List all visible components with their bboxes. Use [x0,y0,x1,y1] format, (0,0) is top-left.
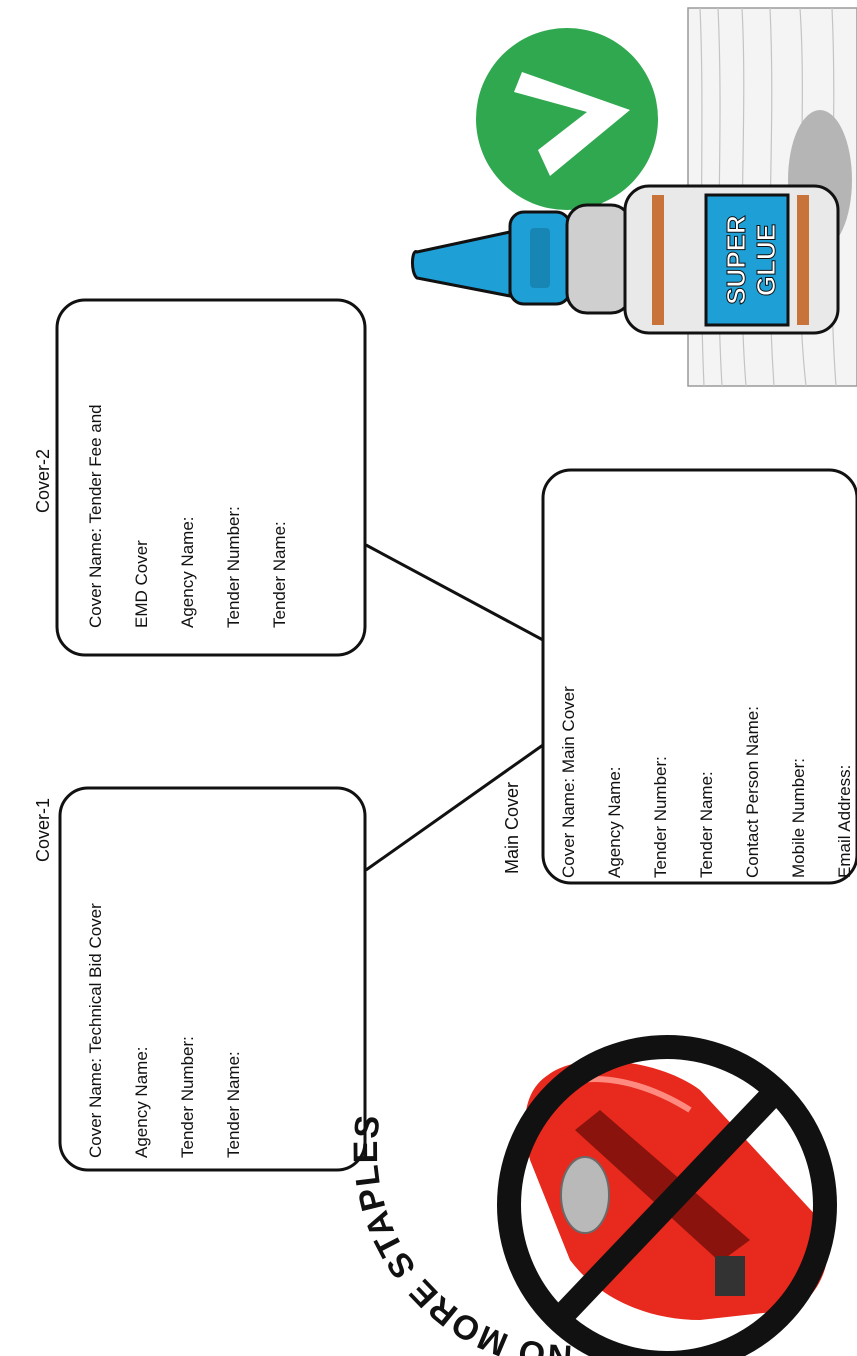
main-cover-heading: Main Cover [502,782,522,874]
main-cover-line: Email Address: [835,765,854,878]
connector-cover2-main [365,543,544,642]
main-cover-line: Mobile Number: [789,758,808,878]
cover2-node: Cover-2 Cover Name: Tender Fee and EMD C… [33,298,367,657]
main-cover-line: Cover Name: Main Cover [559,686,578,878]
prohibition-slash [551,1083,784,1327]
cover2-heading: Cover-2 [33,449,53,513]
main-cover-node: Main Cover Cover Name: Main Cover Agency… [502,468,857,885]
checkmark-icon [476,28,658,210]
main-cover-line: Agency Name: [605,767,624,879]
super-glue-bottle: SUPER GLUE [411,7,857,387]
main-cover-line: Contact Person Name: [743,706,762,878]
cover1-box [58,786,367,1172]
prohibition-ring [497,1035,837,1356]
cover2-box [55,298,367,657]
cover2-line: Tender Number: [224,506,243,628]
no-staplers-sign: NO MORE STAPLES [347,1035,837,1356]
main-cover-line: Tender Name: [697,771,716,878]
glue-label-line2: GLUE [751,224,781,296]
cover1-line: Agency Name: [132,1047,151,1159]
connector-cover1-main [365,743,544,872]
cover1-line: Cover Name: Technical Bid Cover [86,903,105,1158]
cover2-line: Agency Name: [178,517,197,629]
main-cover-box [541,468,857,885]
main-cover-line: Tender Number: [651,756,670,878]
cover1-node: Cover-1 Cover Name: Technical Bid Cover … [33,786,367,1172]
cover1-line: Tender Name: [224,1051,243,1158]
cover2-line: EMD Cover [132,540,151,628]
cover2-line: Cover Name: Tender Fee and [86,404,105,628]
glue-label-line1: SUPER [721,215,751,305]
cover2-line: Tender Name: [270,521,289,628]
cover1-heading: Cover-1 [33,798,53,862]
glue-cap [565,203,633,315]
cover1-line: Tender Number: [178,1036,197,1158]
